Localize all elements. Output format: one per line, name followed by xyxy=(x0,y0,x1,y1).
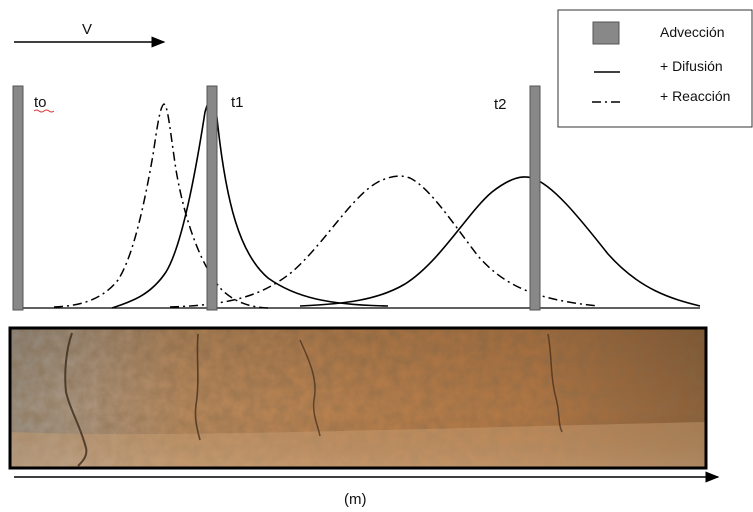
legend-box xyxy=(557,9,753,128)
time-label-t1: t1 xyxy=(231,94,244,111)
diffusion-curve-t1 xyxy=(111,98,389,309)
time-label-t2: t2 xyxy=(494,96,507,113)
legend-reaction-label: + Reacción xyxy=(660,88,730,104)
advection-bar-t2 xyxy=(529,85,541,311)
legend: Advección + Difusión + Reacción xyxy=(557,9,753,128)
reaction-curve-t2 xyxy=(169,175,599,308)
time-label-t0: to xyxy=(34,94,47,111)
spellcheck-underline xyxy=(33,109,55,113)
velocity-indicator: V xyxy=(14,21,166,48)
diffusion-curve-t2 xyxy=(299,176,701,307)
reaction-curve-t1 xyxy=(53,103,269,309)
distance-axis-unit: (m) xyxy=(344,491,367,508)
soil-profile-image xyxy=(8,326,708,470)
velocity-label: V xyxy=(82,21,92,38)
advection-bar-t1 xyxy=(206,85,218,311)
legend-advection-swatch xyxy=(592,21,620,45)
advection-bar-t0 xyxy=(12,85,24,311)
legend-diffusion-label: + Difusión xyxy=(660,58,723,74)
legend-advection-label: Advección xyxy=(660,24,725,40)
advection-markers xyxy=(12,85,541,311)
